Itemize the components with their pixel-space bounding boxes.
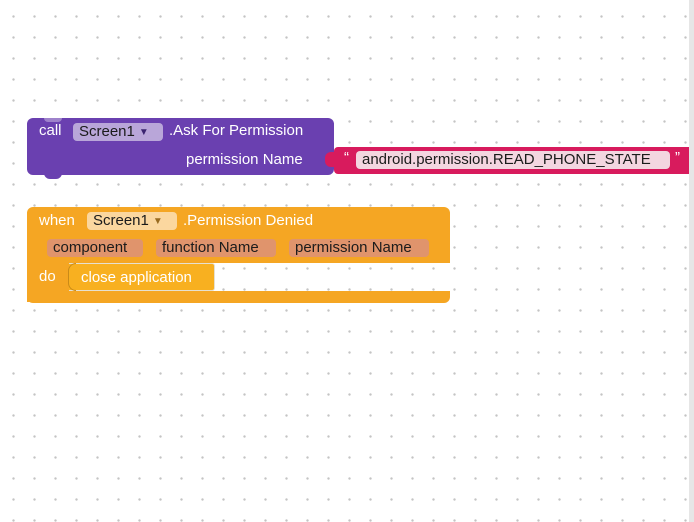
when-keyword: when: [39, 212, 75, 229]
param-component[interactable]: component: [47, 239, 143, 257]
param-permission-name-label: permission Name: [295, 239, 412, 256]
param-function-name[interactable]: function Name: [156, 239, 276, 257]
open-quote: “: [344, 149, 349, 166]
param-function-name-label: function Name: [162, 239, 259, 256]
do-keyword: do: [39, 268, 56, 285]
call-method-label: .Ask For Permission: [169, 122, 304, 139]
call-param-label: permission Name: [186, 151, 303, 168]
text-value-field[interactable]: android.permission.READ_PHONE_STATE: [356, 151, 670, 169]
call-component-label: Screen1: [79, 123, 135, 140]
block-connector-notch: [44, 118, 62, 122]
param-permission-name[interactable]: permission Name: [289, 239, 429, 257]
call-component-dropdown[interactable]: Screen1▼: [73, 123, 163, 141]
event-component-dropdown[interactable]: Screen1▼: [87, 212, 177, 230]
statement-connector: [68, 263, 76, 291]
event-block-footer: [27, 291, 450, 303]
close-application-label: close application: [81, 269, 192, 286]
text-value: android.permission.READ_PHONE_STATE: [362, 151, 651, 168]
text-block-plug: [325, 152, 335, 167]
param-component-label: component: [53, 239, 128, 256]
block-connector-tab: [44, 172, 62, 179]
chevron-down-icon: ▼: [138, 127, 149, 138]
event-name-label: .Permission Denied: [183, 212, 314, 229]
call-keyword: call: [39, 122, 62, 139]
close-application-block[interactable]: [69, 263, 215, 291]
chevron-down-icon: ▼: [152, 216, 163, 227]
close-quote: ”: [675, 149, 680, 166]
event-component-label: Screen1: [93, 212, 149, 229]
